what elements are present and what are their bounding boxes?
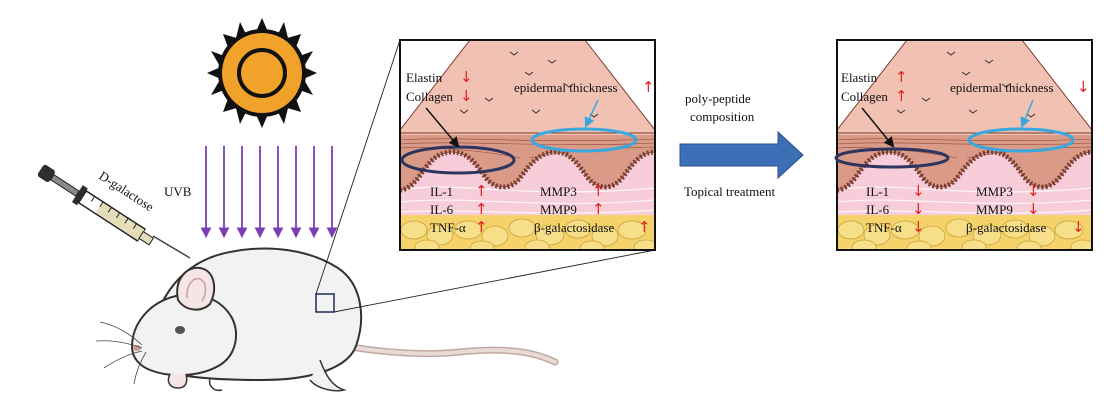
elastin-change-arrow: ↑	[895, 68, 908, 86]
elastin-change-arrow: ↓	[460, 68, 473, 86]
sun-icon	[207, 18, 317, 128]
epidermis-ellipse	[530, 127, 638, 153]
skin-panel-before: Elastin ↓ Collagen ↓ epidermal thickness…	[399, 39, 656, 251]
marker-il6-label: IL-6	[430, 202, 454, 217]
marker-bgal-arrow: ↑	[638, 218, 651, 236]
elastin-collagen-ellipse	[834, 147, 950, 169]
marker-tnf-arrow: ↑	[475, 218, 488, 236]
epidermis-pointer-arrow	[1020, 99, 1034, 128]
marker-il1-arrow: ↑	[475, 182, 488, 200]
collagen-pointer-arrow	[425, 107, 460, 148]
marker-il6-label: IL-6	[866, 202, 890, 217]
epidermal-change-arrow: ↑	[642, 78, 655, 96]
marker-bgal-arrow: ↓	[1072, 218, 1085, 236]
treatment-note: Topical treatment	[684, 184, 776, 199]
epidermal-thickness-label: epidermal thickness	[950, 80, 1054, 95]
elastin-label: Elastin	[406, 70, 443, 85]
marker-mmp3-label: MMP3	[976, 184, 1013, 199]
marker-tnf-label: TNF-α	[866, 220, 902, 235]
collagen-pointer-arrow	[861, 107, 895, 148]
marker-tnf-arrow: ↓	[912, 218, 925, 236]
marker-mmp9-label: MMP9	[540, 202, 577, 217]
marker-tnf-label: TNF-α	[430, 220, 466, 235]
collagen-label: Collagen	[841, 89, 888, 104]
marker-mmp9-arrow: ↓	[1027, 200, 1040, 218]
marker-mmp3-arrow: ↑	[592, 182, 605, 200]
treatment-arrow	[679, 130, 804, 180]
mouse-illustration	[95, 247, 559, 392]
skin-panel-after: Elastin ↑ Collagen ↑ epidermal thickness…	[834, 39, 1093, 251]
collagen-change-arrow: ↑	[895, 87, 908, 105]
marker-il1-label: IL-1	[866, 184, 889, 199]
collagen-label: Collagen	[406, 89, 453, 104]
epidermal-thickness-label: epidermal thickness	[514, 80, 618, 95]
marker-mmp3-label: MMP3	[540, 184, 577, 199]
treatment-name-line1: poly-peptide	[685, 91, 751, 106]
uvb-arrows	[200, 146, 338, 239]
marker-bgal-label: β-galactosidase	[966, 220, 1046, 235]
marker-il6-arrow: ↑	[475, 200, 488, 218]
zoom-region-box	[315, 293, 335, 313]
syringe-icon	[37, 164, 191, 259]
marker-il6-arrow: ↓	[912, 200, 925, 218]
marker-il1-arrow: ↓	[912, 182, 925, 200]
treatment-name-line2: composition	[690, 109, 755, 124]
zoom-line-top	[315, 39, 401, 295]
uvb-label: UVB	[164, 184, 192, 199]
epidermis-pointer-arrow	[584, 99, 599, 128]
epidermal-change-arrow: ↓	[1077, 78, 1090, 96]
marker-mmp9-label: MMP9	[976, 202, 1013, 217]
marker-bgal-label: β-galactosidase	[534, 220, 614, 235]
marker-mmp3-arrow: ↓	[1027, 182, 1040, 200]
epidermis-ellipse	[967, 127, 1075, 153]
marker-il1-label: IL-1	[430, 184, 453, 199]
marker-mmp9-arrow: ↑	[592, 200, 605, 218]
elastin-label: Elastin	[841, 70, 878, 85]
collagen-change-arrow: ↓	[460, 87, 473, 105]
zoom-line-bottom	[333, 249, 656, 313]
